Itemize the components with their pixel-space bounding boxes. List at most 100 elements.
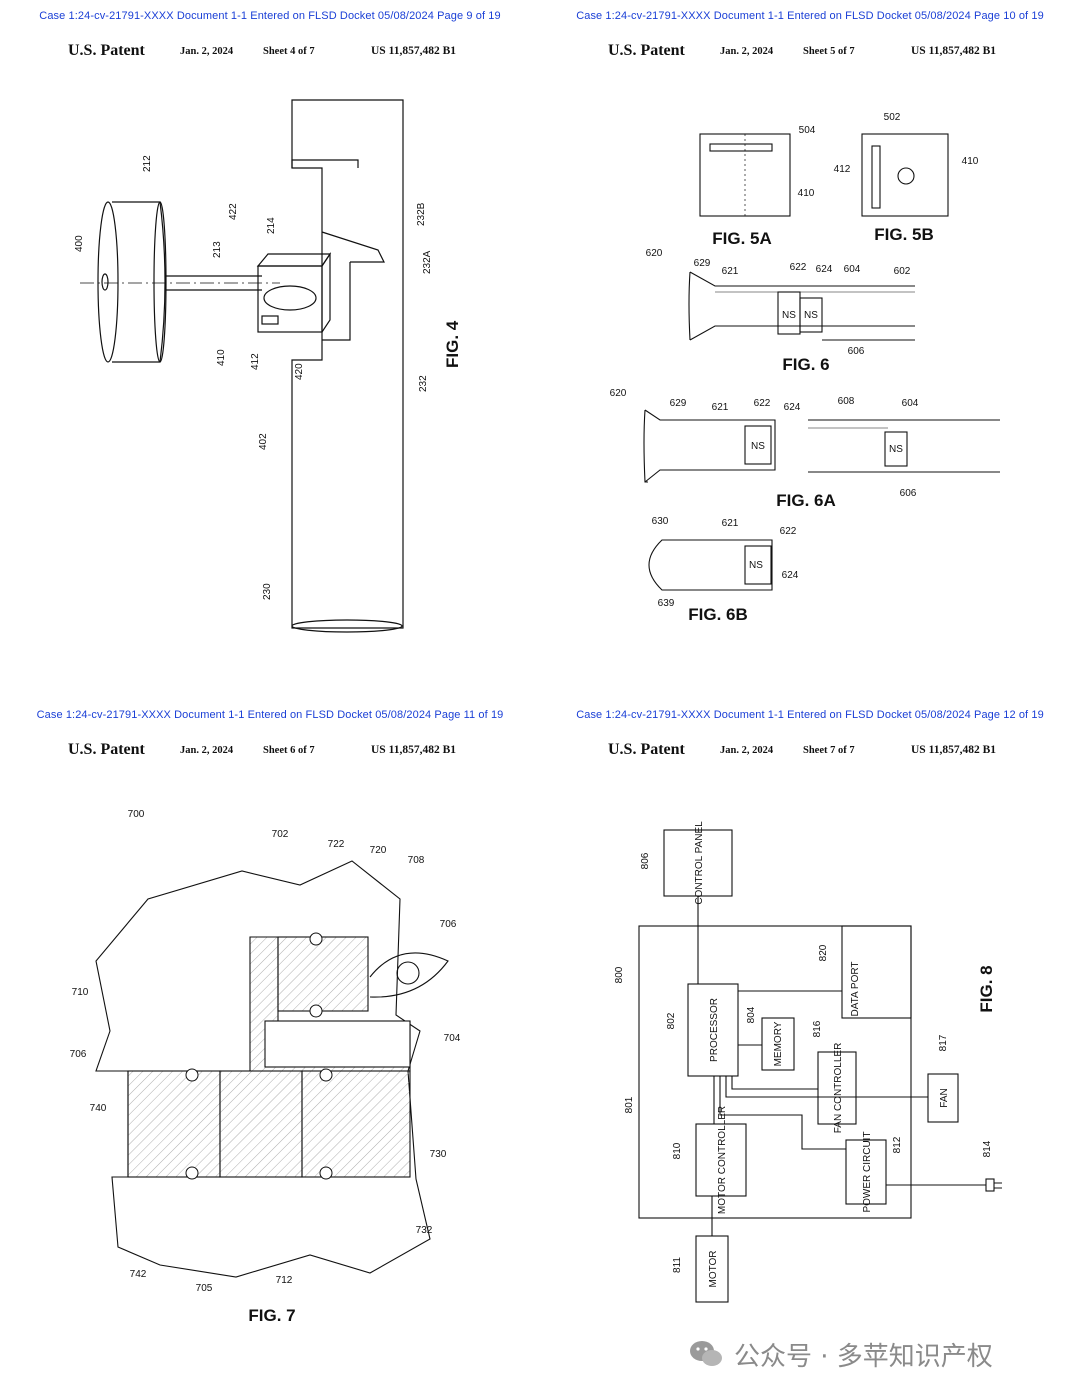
ref-620: 620 <box>610 388 627 399</box>
sheet-number: Sheet 5 of 7 <box>803 46 855 57</box>
ref-710: 710 <box>72 987 89 998</box>
data-port-block: DATA PORT <box>850 961 861 1016</box>
patent-date: Jan. 2, 2024 <box>180 745 234 756</box>
patent-page-sheet-4: Case 1:24-cv-21791-XXXX Document 1-1 Ent… <box>0 0 540 699</box>
ref-621: 621 <box>722 518 739 529</box>
ref-608: 608 <box>838 396 855 407</box>
fig-5b-title: FIG. 5B <box>874 225 934 244</box>
ref-700: 700 <box>128 809 145 820</box>
patent-header: U.S. Patent Jan. 2, 2024 Sheet 6 of 7 US… <box>68 741 468 761</box>
ref-232a: 232A <box>422 250 433 274</box>
watermark-text: 公众号 · 多苹知识产权 <box>734 1341 993 1372</box>
control-panel-block: CONTROL PANEL <box>694 821 705 905</box>
fig-6a-title: FIG. 6A <box>776 491 836 510</box>
wechat-icon <box>690 1341 722 1366</box>
fig-7-drawing: 700 702 722 720 708 706 710 704 706 740 … <box>70 809 461 1325</box>
ref-213: 213 <box>212 241 223 258</box>
ns-622a: NS <box>751 441 765 452</box>
fig-4-title: FIG. 4 <box>443 320 462 368</box>
patent-page-sheet-5: Case 1:24-cv-21791-XXXX Document 1-1 Ent… <box>540 0 1080 699</box>
ref-702: 702 <box>272 829 289 840</box>
fig-5-6-drawing: 504 410 502 412 410 FIG. 5A FIG. 5B 620 … <box>610 112 1000 624</box>
ref-400: 400 <box>74 235 85 252</box>
ref-804: 804 <box>746 1006 757 1023</box>
ref-639: 639 <box>658 598 675 609</box>
ns-604: NS <box>804 310 818 321</box>
ns-622: NS <box>782 310 796 321</box>
ns-622b: NS <box>749 560 763 571</box>
ref-811: 811 <box>672 1257 683 1273</box>
docket-line: Case 1:24-cv-21791-XXXX Document 1-1 Ent… <box>576 10 1044 22</box>
ref-410: 410 <box>216 349 227 366</box>
ref-706: 706 <box>440 919 457 930</box>
patent-header: U.S. Patent Jan. 2, 2024 Sheet 7 of 7 US… <box>608 741 1008 761</box>
power-circuit-block: POWER CIRCUIT <box>862 1131 873 1212</box>
motor-controller-block: MOTOR CONTROLLER <box>717 1106 728 1214</box>
ref-232b: 232B <box>416 202 427 226</box>
fig-8-block-diagram: CONTROL PANEL DATA PORT PROCESSOR MEMORY… <box>614 821 1002 1303</box>
ref-214: 214 <box>266 217 277 234</box>
ref-814: 814 <box>982 1140 993 1157</box>
ns-604a: NS <box>889 444 903 455</box>
docket-line: Case 1:24-cv-21791-XXXX Document 1-1 Ent… <box>36 709 504 721</box>
ref-606: 606 <box>900 488 917 499</box>
ref-629: 629 <box>694 258 711 269</box>
ref-604: 604 <box>844 264 861 275</box>
ref-704: 704 <box>444 1033 461 1044</box>
ref-720: 720 <box>370 845 387 856</box>
ref-412: 412 <box>250 353 261 370</box>
fan-controller-block: FAN CONTROLLER <box>833 1043 844 1134</box>
patent-page-sheet-7: Case 1:24-cv-21791-XXXX Document 1-1 Ent… <box>540 699 1080 1398</box>
ref-410: 410 <box>798 188 815 199</box>
ref-630: 630 <box>652 516 669 527</box>
patent-header: U.S. Patent Jan. 2, 2024 Sheet 5 of 7 US… <box>608 42 1008 62</box>
fan-block: FAN <box>939 1088 950 1107</box>
patent-title: U.S. Patent <box>608 42 685 59</box>
ref-624: 624 <box>782 570 799 581</box>
ref-624: 624 <box>816 264 833 275</box>
patent-number: US 11,857,482 B1 <box>911 744 996 756</box>
ref-800: 800 <box>614 966 625 983</box>
ref-410: 410 <box>962 156 979 167</box>
patent-number: US 11,857,482 B1 <box>911 45 996 57</box>
patent-number: US 11,857,482 B1 <box>371 45 456 57</box>
ref-620: 620 <box>646 248 663 259</box>
ref-705: 705 <box>196 1283 213 1294</box>
patent-date: Jan. 2, 2024 <box>720 745 774 756</box>
watermark: 公众号 · 多苹知识产权 <box>688 1334 993 1374</box>
sheet-number: Sheet 7 of 7 <box>803 745 855 756</box>
patent-title: U.S. Patent <box>68 42 145 59</box>
ref-621: 621 <box>722 266 739 277</box>
ref-622: 622 <box>790 262 807 273</box>
fig-8-title: FIG. 8 <box>977 965 996 1012</box>
ref-806: 806 <box>640 852 651 869</box>
ref-502: 502 <box>884 112 901 123</box>
fig-6b-title: FIG. 6B <box>688 605 748 624</box>
sheet-number: Sheet 6 of 7 <box>263 745 315 756</box>
ref-212: 212 <box>142 155 153 172</box>
patent-page-sheet-6: Case 1:24-cv-21791-XXXX Document 1-1 Ent… <box>0 699 540 1398</box>
ref-230: 230 <box>262 583 273 600</box>
ref-812: 812 <box>892 1136 903 1153</box>
ref-622: 622 <box>780 526 797 537</box>
patent-date: Jan. 2, 2024 <box>720 46 774 57</box>
ref-817: 817 <box>938 1034 949 1051</box>
ref-802: 802 <box>666 1012 677 1029</box>
ref-624: 624 <box>784 402 801 413</box>
ref-412: 412 <box>834 164 851 175</box>
ref-420: 420 <box>294 363 305 380</box>
ref-622: 622 <box>754 398 771 409</box>
ref-820: 820 <box>818 944 829 961</box>
sheet-number: Sheet 4 of 7 <box>263 46 315 57</box>
ref-706: 706 <box>70 1049 87 1060</box>
patent-title: U.S. Patent <box>608 741 685 758</box>
ref-621: 621 <box>712 402 729 413</box>
patent-date: Jan. 2, 2024 <box>180 46 234 57</box>
ref-422: 422 <box>228 203 239 220</box>
fig-7-title: FIG. 7 <box>248 1306 295 1325</box>
ref-732: 732 <box>416 1225 433 1236</box>
ref-722: 722 <box>328 839 345 850</box>
fig-4-drawing: 212 400 213 422 214 232B 232A 410 412 42… <box>74 99 462 633</box>
motor-block: MOTOR <box>708 1250 719 1287</box>
ref-504: 504 <box>799 125 816 136</box>
